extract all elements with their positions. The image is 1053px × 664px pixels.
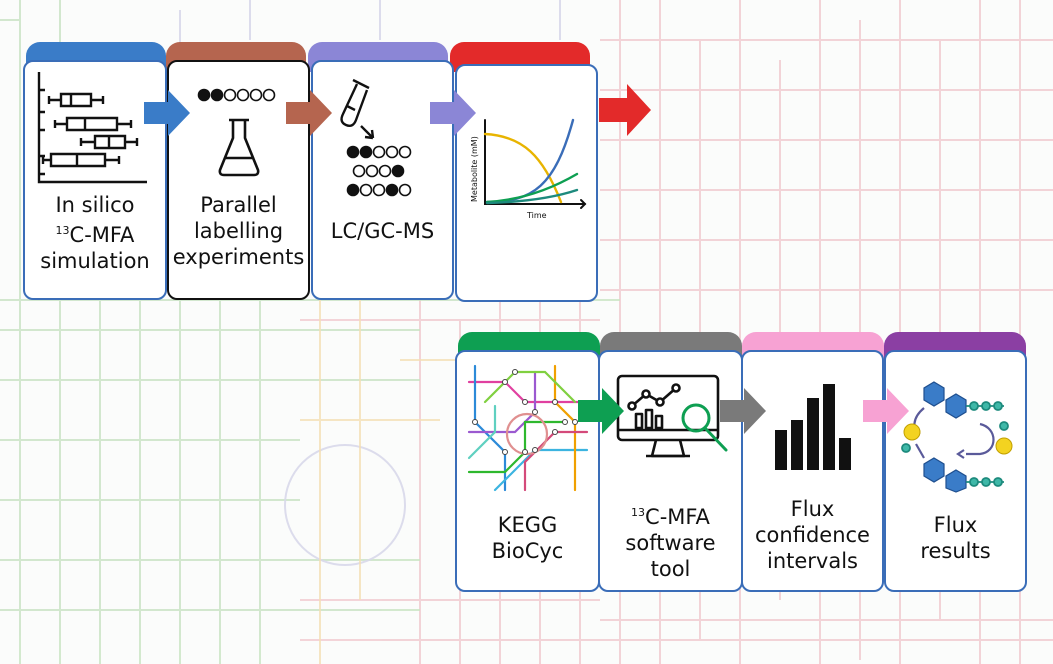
arrow-gray (720, 388, 766, 434)
card5-line1: KEGG (497, 513, 558, 537)
card1-line1: In silico (55, 193, 135, 217)
mass-isotopomer-dots-icon (346, 145, 412, 197)
card2-line3: experiments (172, 245, 305, 269)
card8-line2: results (920, 539, 991, 563)
arrow-pink (863, 388, 909, 434)
metabolic-network-icon (467, 364, 589, 492)
card7-line1: Flux (790, 497, 835, 521)
card6-superscript: 13 (631, 506, 646, 519)
arrow-blue (144, 90, 190, 136)
arrow-green (578, 388, 624, 434)
card-lc-gc-ms: LC/GC-MS (311, 60, 454, 300)
card1-superscript: 13 (55, 224, 70, 237)
time-axis-label: Time (526, 211, 547, 220)
arrow-lavender (430, 90, 476, 136)
monitor-analytics-icon (616, 374, 728, 458)
sample-tube-icon (340, 78, 375, 140)
card5-line2: BioCyc (491, 539, 564, 563)
flask-icon (218, 118, 260, 177)
card1-line3: simulation (40, 249, 150, 273)
card-flux-results: Flux results (884, 350, 1027, 592)
card-in-silico-simulation: In silico 13C-MFA simulation (23, 60, 167, 300)
card3-line1: LC/GC-MS (330, 219, 435, 243)
card1-line2: C-MFA (69, 223, 135, 247)
arrow-brown (286, 90, 332, 136)
card-flux-confidence-intervals: Flux confidence intervals (741, 350, 884, 592)
pathway-molecules-icon (901, 381, 1013, 493)
card7-line3: intervals (766, 549, 858, 573)
box-plot-icon (37, 72, 147, 184)
isotopomer-dots-icon (197, 88, 276, 102)
card-software-tool: 13C-MFA software tool (598, 350, 743, 592)
bar-chart-icon (775, 384, 851, 470)
card6-line3: tool (650, 557, 691, 581)
card6-line2: software (625, 531, 716, 555)
card-metabolite-time-course: Metabolite (mM) Time (455, 64, 598, 302)
card7-line2: confidence (755, 523, 870, 547)
card2-line1: Parallel (200, 193, 277, 217)
card8-line1: Flux (933, 513, 978, 537)
card2-line2: labelling (193, 219, 284, 243)
card-parallel-labelling: Parallel labelling experiments (167, 60, 310, 300)
card6-line1: C-MFA (645, 505, 710, 529)
arrow-red (599, 84, 651, 136)
metabolite-axis-label: Metabolite (mM) (470, 136, 479, 202)
metabolite-curves-icon: Metabolite (mM) Time (470, 118, 587, 220)
